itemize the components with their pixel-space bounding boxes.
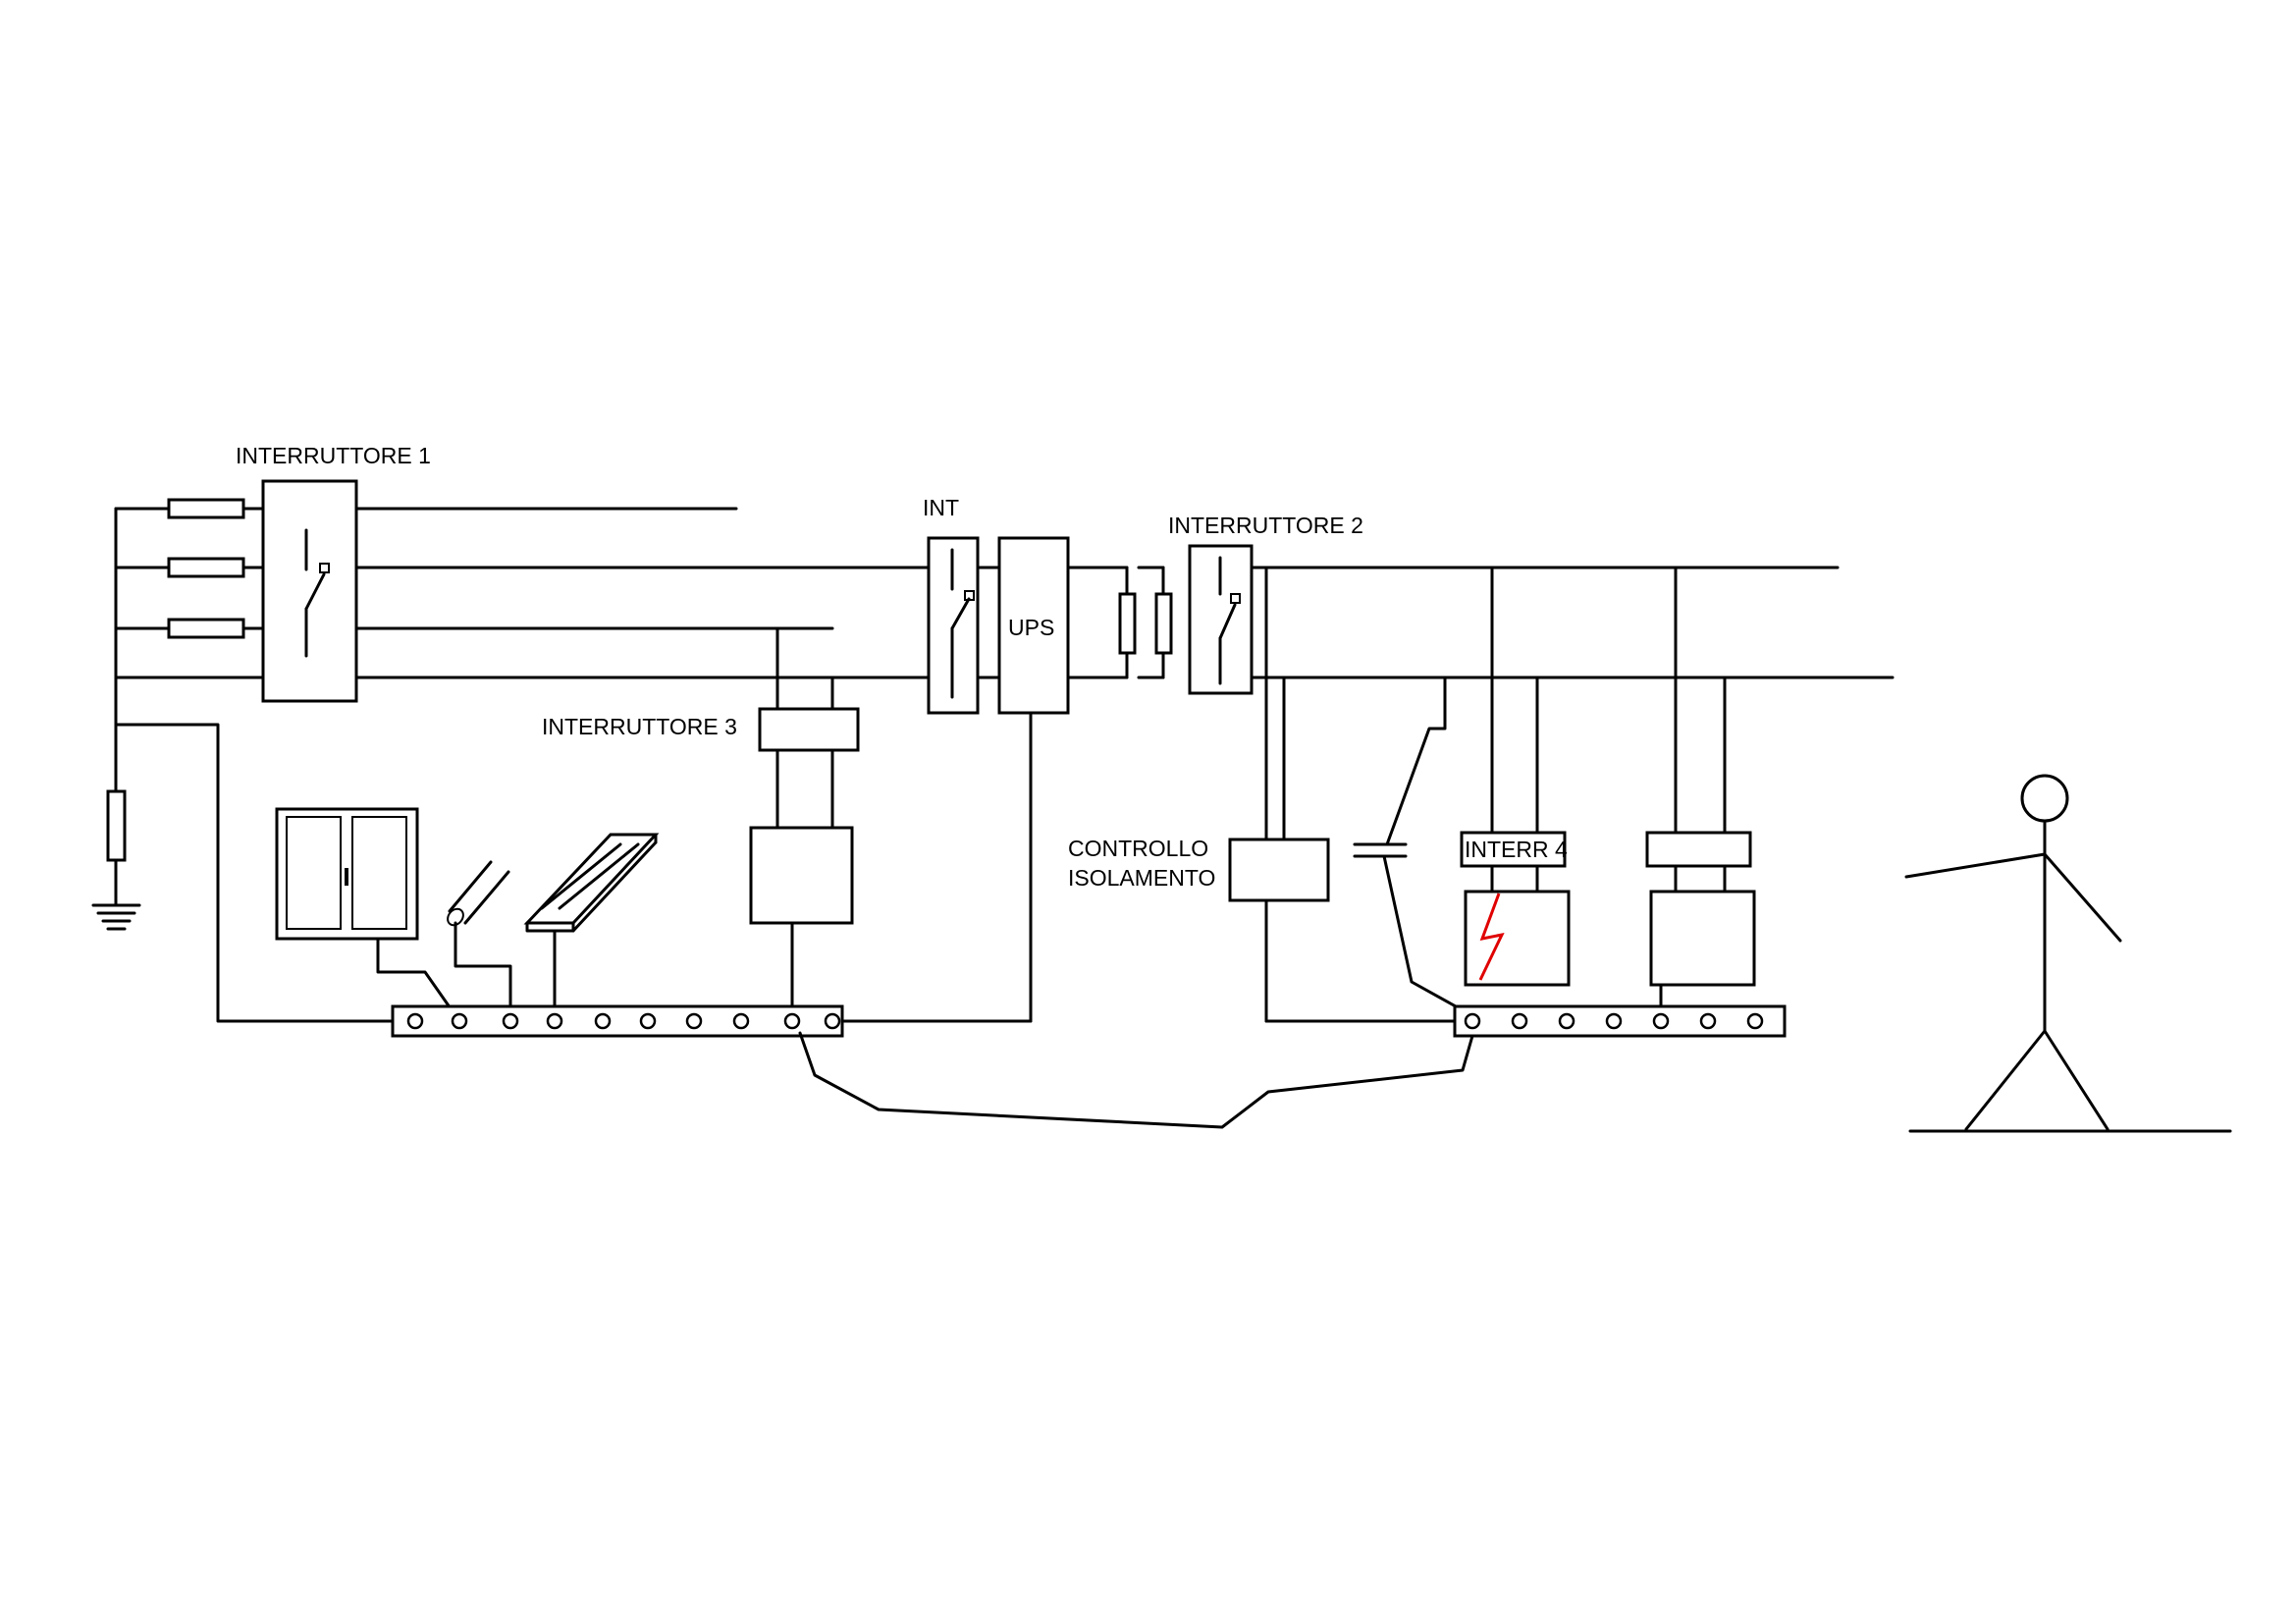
terminal-hole (451, 1012, 468, 1030)
branch-interruttore-3 (749, 626, 860, 1023)
terminal-hole (732, 1012, 750, 1030)
fault-bolt-icon (1478, 893, 1505, 981)
person-icon (1904, 774, 2232, 1133)
earth-bar-left (391, 1004, 844, 1038)
controllo-isolamento-box (1228, 838, 1330, 902)
fuses (1118, 566, 1173, 679)
label-int: INT (923, 495, 959, 520)
right-branches (1264, 566, 1756, 1023)
load-box (749, 826, 854, 925)
label-ups: UPS (1008, 615, 1054, 640)
window-icon (275, 807, 461, 1023)
terminal-hole (594, 1012, 612, 1030)
terminal-hole (1699, 1012, 1717, 1030)
resistor-icon (1154, 592, 1173, 655)
terminal-hole (824, 1012, 841, 1030)
terminal-hole (639, 1012, 657, 1030)
pe-wire (114, 723, 395, 1023)
ground-icon (91, 903, 141, 931)
terminal-hole (406, 1012, 424, 1030)
terminal-hole (783, 1012, 801, 1030)
pipe-icon (447, 860, 512, 1023)
bar-terminals-right (1464, 1012, 1764, 1030)
supply-bus (91, 498, 265, 931)
terminal-hole (1605, 1012, 1623, 1030)
label-interruttore-2: INTERRUTTORE 2 (1168, 513, 1363, 538)
label-controllo: CONTROLLO (1068, 836, 1208, 861)
terminal-hole (1464, 1012, 1481, 1030)
terminal-hole (1558, 1012, 1575, 1030)
resistor-icon (167, 557, 245, 578)
label-interruttore-1: INTERRUTTORE 1 (236, 443, 431, 468)
terminal-hole (685, 1012, 703, 1030)
resistor-icon (167, 498, 245, 519)
equipotential-link (798, 1031, 1474, 1129)
earth-bar-right (1453, 1004, 1787, 1038)
resistor-icon (106, 789, 127, 862)
terminal-hole (502, 1012, 519, 1030)
switch-icon (304, 528, 330, 658)
interruttore-2 (1188, 544, 1254, 695)
resistor-icon (1118, 592, 1137, 655)
label-isolamento: ISOLAMENTO (1068, 865, 1215, 891)
int-switch (927, 536, 980, 715)
interruttore-1 (261, 479, 358, 703)
label-interr-4: INTERR 4 (1465, 837, 1568, 862)
terminal-hole (1511, 1012, 1528, 1030)
terminal-hole (546, 1012, 563, 1030)
resistor-icon (167, 618, 245, 639)
terminal-hole (1652, 1012, 1670, 1030)
terminal-hole (1746, 1012, 1764, 1030)
bar-terminals-left (406, 1012, 841, 1030)
label-interruttore-3: INTERRUTTORE 3 (542, 714, 737, 739)
cable-tray-icon (523, 833, 660, 1023)
ups-unit: UPS (997, 536, 1070, 715)
